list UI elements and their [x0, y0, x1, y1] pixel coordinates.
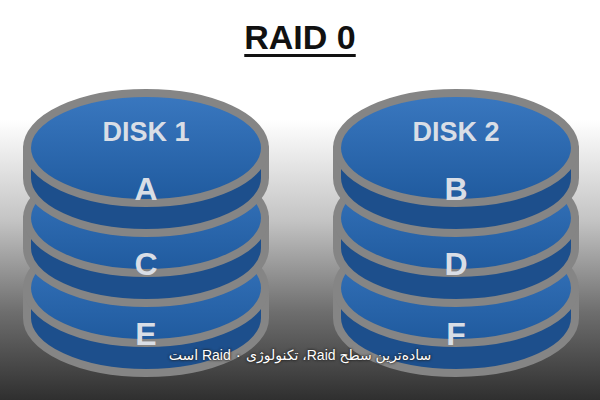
block-letter: A	[20, 173, 272, 205]
disk-label: DISK 2	[330, 119, 582, 146]
block-letter: E	[20, 318, 272, 350]
block-letter: B	[330, 173, 582, 205]
caption: ساده‌ترین سطح Raid، تکنولوژی Raid ۰ است	[0, 347, 600, 363]
diagram-title: RAID 0	[244, 18, 355, 56]
disk-stack: DISK 2 B D F	[330, 86, 582, 382]
disk-stack: DISK 1 A C E	[20, 86, 272, 382]
disk-label: DISK 1	[20, 119, 272, 146]
block-letter: D	[330, 248, 582, 280]
block-letter: F	[330, 318, 582, 350]
title-wrap: RAID 0	[0, 18, 600, 57]
block-letter: C	[20, 248, 272, 280]
